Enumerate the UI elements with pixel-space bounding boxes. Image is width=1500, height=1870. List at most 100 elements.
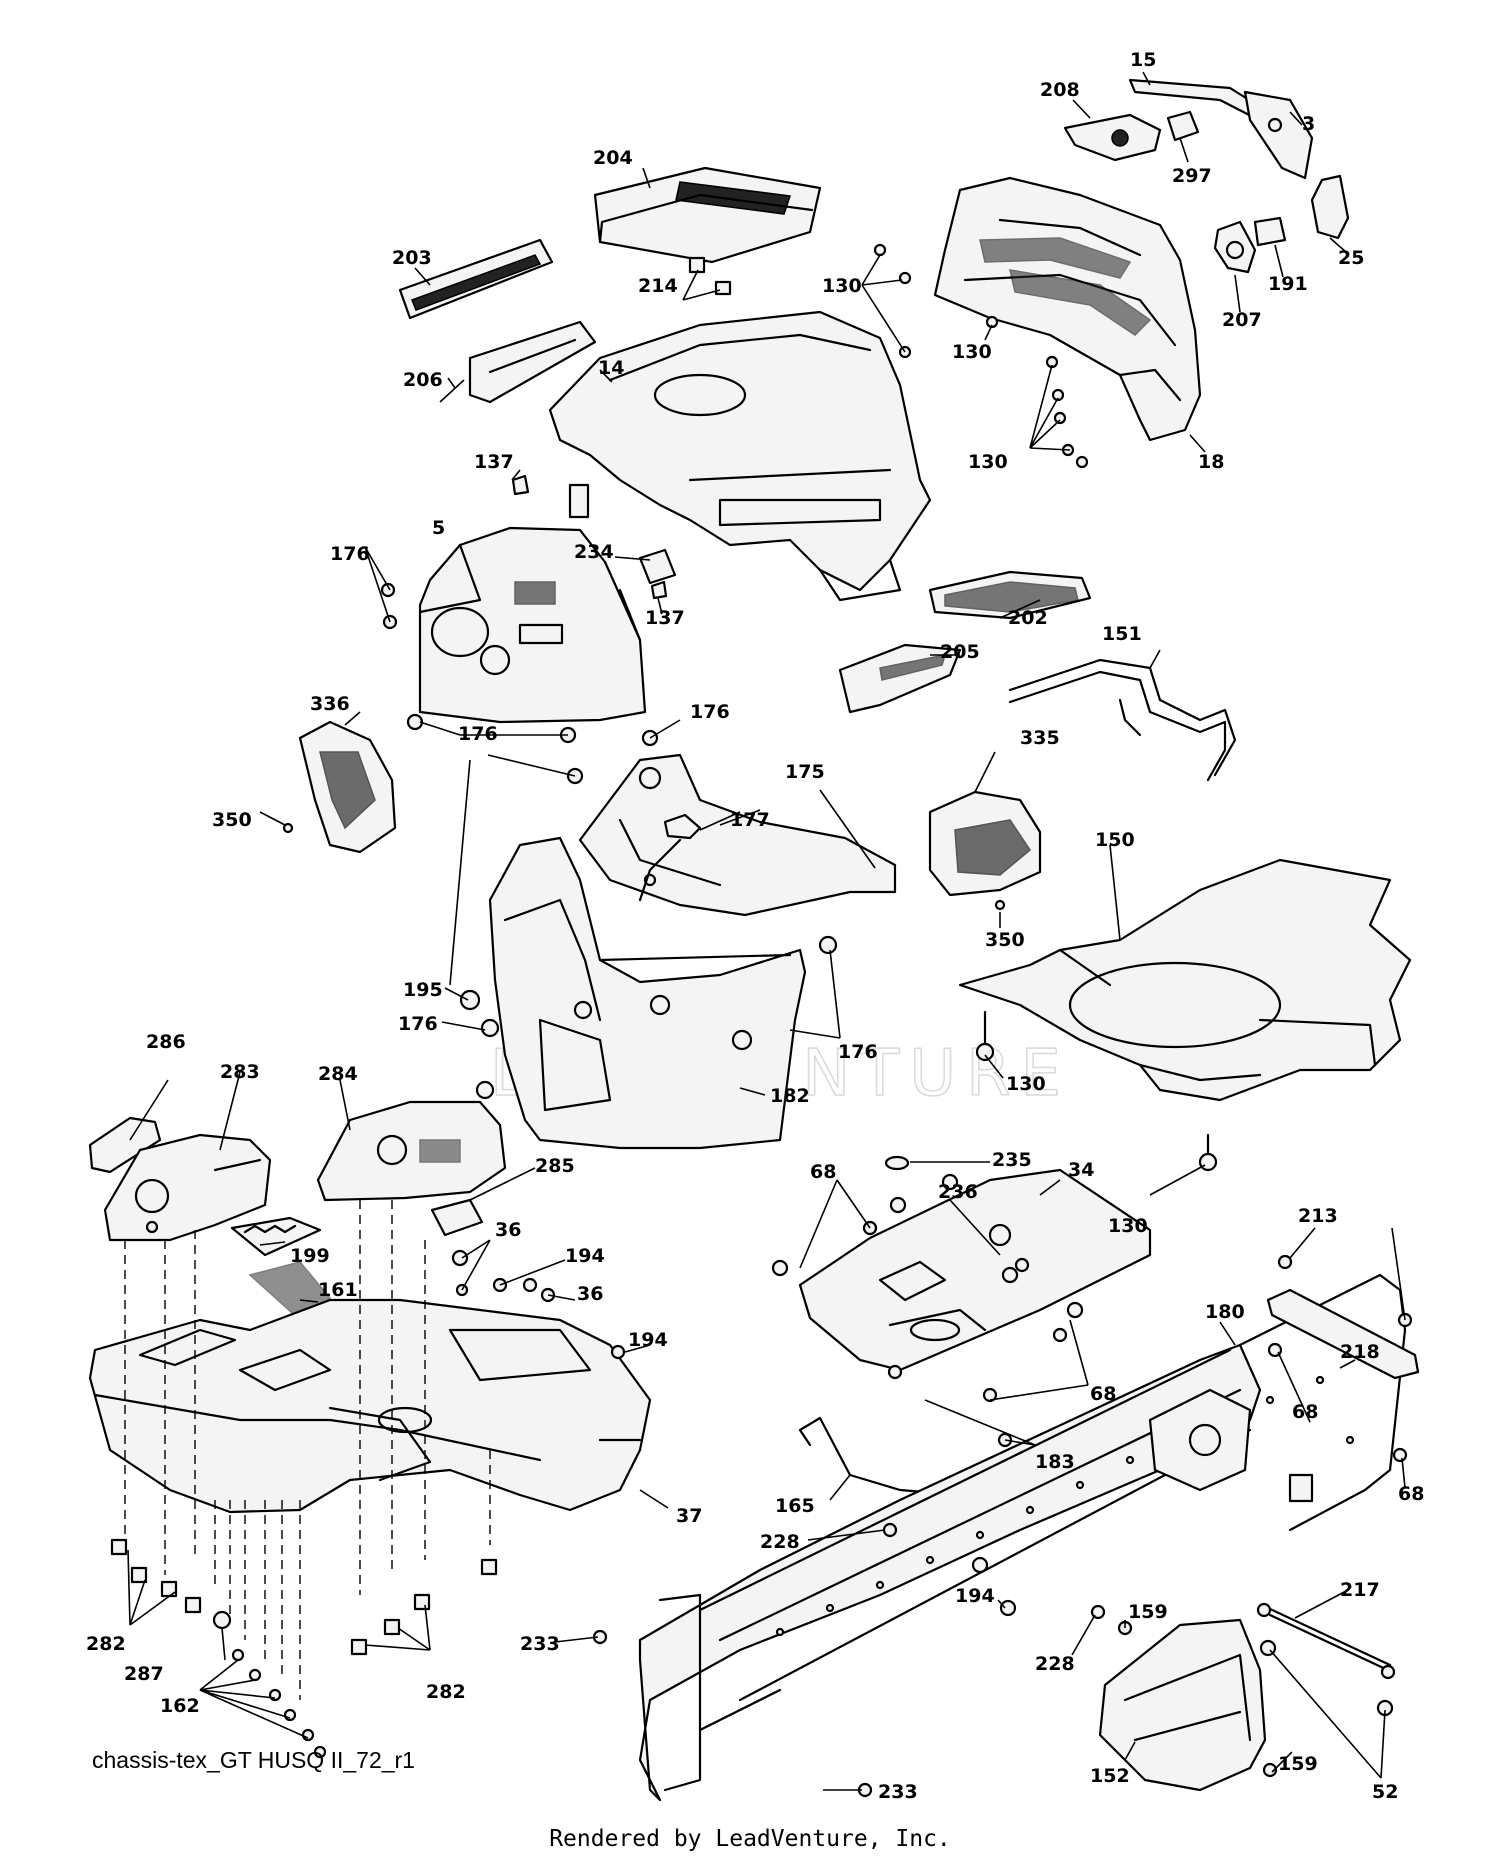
callout-297: 297 [1172, 165, 1212, 187]
callout-235: 235 [992, 1149, 1032, 1171]
part-199-plate [230, 1216, 322, 1257]
callout-218: 218 [1340, 1341, 1380, 1363]
part-176-plugs-lower [459, 935, 838, 1100]
callout-233-b: 233 [878, 1781, 918, 1803]
callout-204: 204 [593, 147, 633, 169]
part-206-bracket [468, 320, 597, 404]
callout-labels: 15 208 3 297 204 203 25 191 207 214 130 … [86, 49, 1424, 1803]
callout-176-a: 176 [330, 543, 370, 565]
callout-283: 283 [220, 1061, 260, 1083]
callout-3: 3 [1302, 113, 1315, 135]
part-3-lens [1243, 90, 1314, 180]
callout-130-mid: 130 [952, 341, 992, 363]
callout-68-b: 68 [1090, 1383, 1116, 1405]
part-336-side-panel [298, 720, 397, 854]
part-285-pad [430, 1198, 484, 1237]
callout-234: 234 [574, 541, 614, 563]
callout-208: 208 [1040, 79, 1080, 101]
callout-205: 205 [940, 641, 980, 663]
callout-233-a: 233 [520, 1633, 560, 1655]
leader-dashes-left [124, 1200, 491, 1700]
callout-202: 202 [1008, 607, 1048, 629]
callout-175: 175 [785, 761, 825, 783]
callout-287: 287 [124, 1663, 164, 1685]
part-137-clips [511, 474, 668, 600]
part-208-headlight [1063, 113, 1162, 162]
part-5-dash-console [418, 526, 647, 724]
callout-217: 217 [1340, 1579, 1380, 1601]
callout-5: 5 [432, 517, 445, 539]
callout-176-d: 176 [398, 1013, 438, 1035]
part-297-insert [1166, 110, 1200, 142]
callout-14: 14 [598, 357, 624, 379]
part-284-cover-right [316, 1100, 507, 1202]
callout-159-b: 159 [1278, 1753, 1318, 1775]
callout-177: 177 [730, 809, 770, 831]
callout-214: 214 [638, 275, 678, 297]
callout-350-right: 350 [985, 929, 1025, 951]
callout-199: 199 [290, 1245, 330, 1267]
callout-25: 25 [1338, 247, 1364, 269]
callout-284: 284 [318, 1063, 358, 1085]
part-205-side-trim [838, 643, 962, 714]
callout-206: 206 [403, 369, 443, 391]
part-218-bracket [1266, 1254, 1420, 1463]
part-180-frame [638, 1273, 1407, 1802]
callout-130-top: 130 [822, 275, 862, 297]
callout-285: 285 [535, 1155, 575, 1177]
callout-182: 182 [770, 1085, 810, 1107]
part-203-grille-strip [398, 238, 554, 320]
part-350-screw-right [994, 899, 1006, 911]
callout-18: 18 [1198, 451, 1224, 473]
part-350-screw-left [282, 822, 294, 834]
callout-350-left: 350 [212, 809, 252, 831]
callout-52: 52 [1372, 1781, 1398, 1803]
part-182-lower-dash [488, 836, 807, 1150]
part-191-socket [1253, 216, 1287, 247]
diagram-identifier: chassis-tex_GT HUSQ II_72_r1 [92, 1747, 415, 1773]
callout-137-top: 137 [474, 451, 514, 473]
callout-68-d: 68 [1398, 1483, 1424, 1505]
part-204-hood-vent [593, 166, 822, 264]
callout-36-a: 36 [495, 1219, 521, 1241]
part-234-pads [568, 483, 677, 585]
callout-282-left: 282 [86, 1633, 126, 1655]
callout-236: 236 [938, 1181, 978, 1203]
part-37-fender [88, 1298, 652, 1514]
part-151-bracket-rod [1008, 658, 1237, 782]
callout-194-c: 194 [955, 1585, 995, 1607]
callout-176-e: 176 [838, 1041, 878, 1063]
part-34-seat-plate [798, 1168, 1152, 1372]
callout-37: 37 [676, 1505, 702, 1527]
part-228-194-233-hardware [592, 1522, 1106, 1798]
callout-15: 15 [1130, 49, 1156, 71]
callout-207: 207 [1222, 309, 1262, 331]
part-175-dash-bracket [578, 753, 897, 917]
part-25-bezel [1310, 174, 1350, 240]
part-165-rod [798, 1416, 962, 1497]
callout-191: 191 [1268, 273, 1308, 295]
callout-162: 162 [160, 1695, 200, 1717]
callout-130-right: 130 [968, 451, 1008, 473]
part-18-front-grille [933, 176, 1202, 442]
part-335-side-panel [928, 790, 1042, 897]
callout-195: 195 [403, 979, 443, 1001]
callout-183: 183 [1035, 1451, 1075, 1473]
part-282-clips [110, 1538, 498, 1656]
callout-228-b: 228 [1035, 1653, 1075, 1675]
callout-34: 34 [1068, 1159, 1094, 1181]
part-15-trim [1128, 78, 1264, 120]
callout-152: 152 [1090, 1765, 1130, 1787]
callout-137-bottom: 137 [645, 607, 685, 629]
callout-213: 213 [1298, 1205, 1338, 1227]
callout-176-b: 176 [690, 701, 730, 723]
part-283-cover-left [103, 1133, 272, 1242]
callout-68-a: 68 [810, 1161, 836, 1183]
callout-159-a: 159 [1128, 1601, 1168, 1623]
callout-336: 336 [310, 693, 350, 715]
part-214-clips [688, 256, 732, 296]
part-286-cap [88, 1116, 162, 1174]
callout-165: 165 [775, 1495, 815, 1517]
